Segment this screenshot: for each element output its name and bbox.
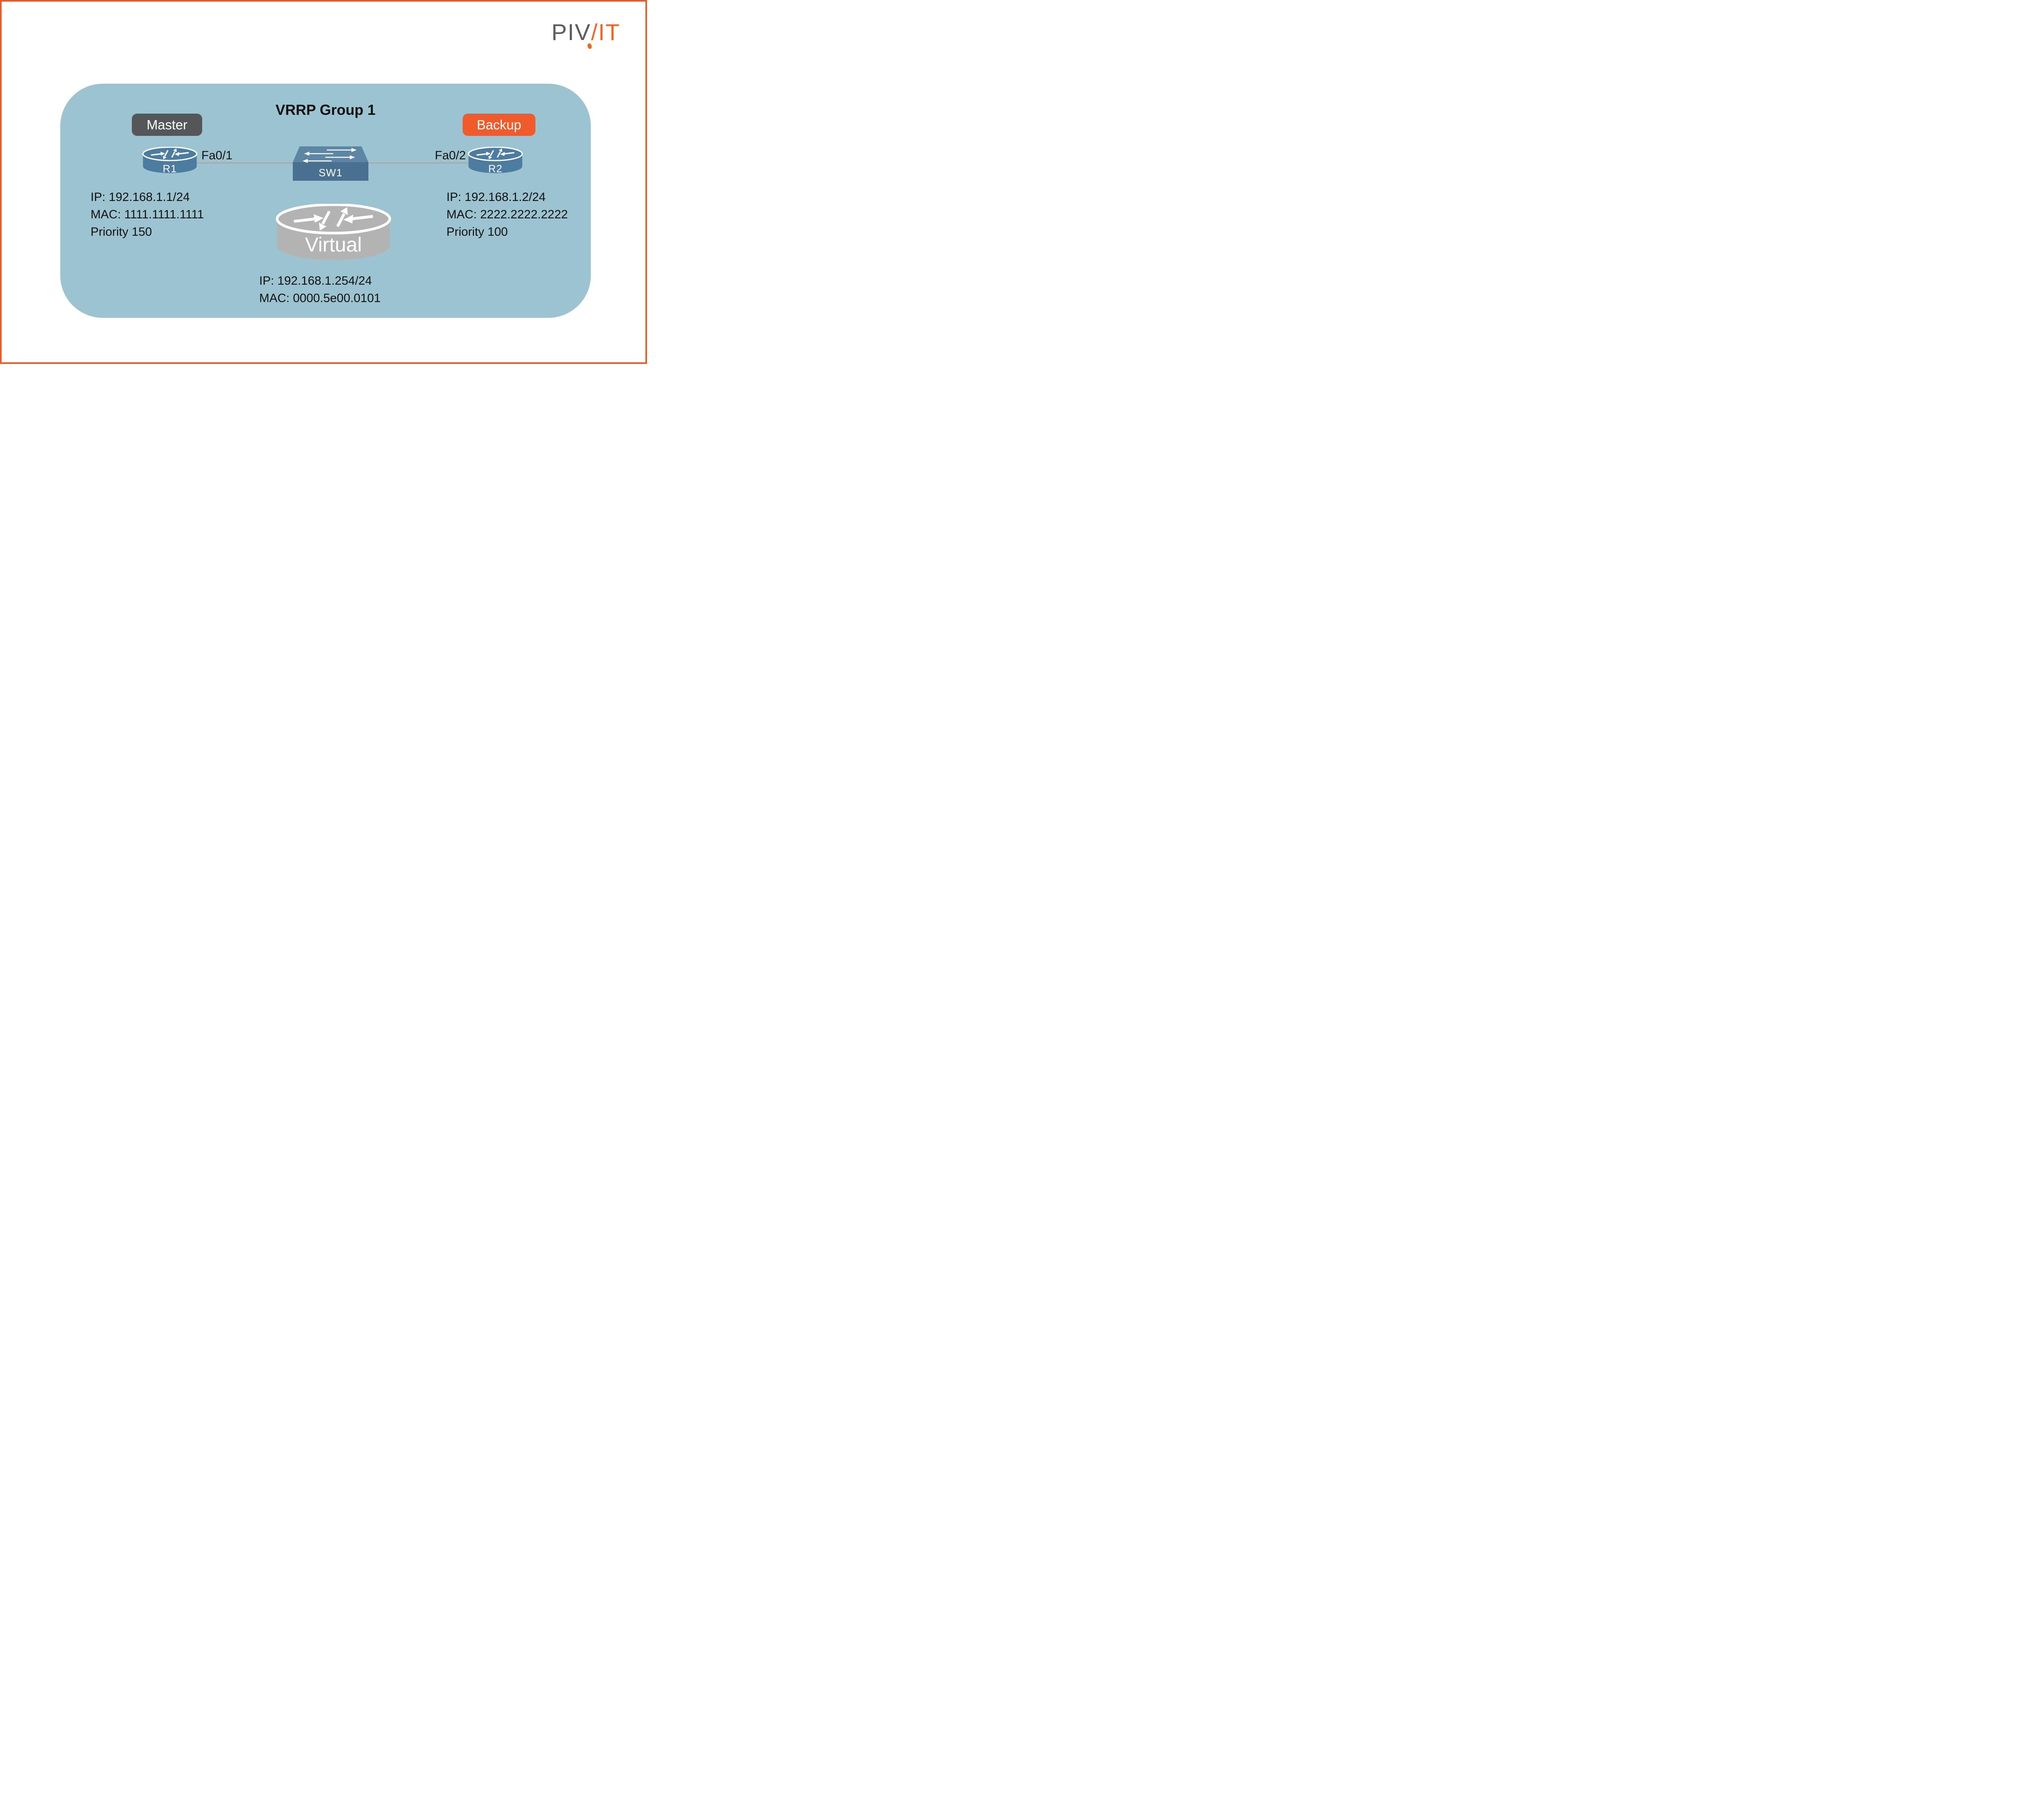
virtual-ip: IP: 192.168.1.254/24 xyxy=(259,274,372,287)
router-arrows-icon xyxy=(151,148,189,160)
switch-arrows-icon xyxy=(302,148,357,163)
switch-sw1-label: SW1 xyxy=(318,167,343,179)
router-icon xyxy=(142,147,197,173)
virtual-router: Virtual xyxy=(276,204,391,262)
logo-slash: / xyxy=(591,19,599,45)
router-r2: R2 xyxy=(467,147,524,175)
switch-sw1: SW1 xyxy=(293,146,368,181)
virtual-mac: MAC: 0000.5e00.0101 xyxy=(259,292,381,305)
r1-mac: MAC: 1111.1111.1111 xyxy=(91,208,204,221)
r2-priority: Priority 100 xyxy=(446,225,508,239)
backup-badge: Backup xyxy=(463,114,535,136)
r1-info-block: IP: 192.168.1.1/24 MAC: 1111.1111.1111 P… xyxy=(91,188,204,241)
router-r1: R1 xyxy=(142,147,198,175)
r2-mac: MAC: 2222.2222.2222 xyxy=(446,208,568,221)
switch-icon xyxy=(293,146,368,181)
virtual-router-label: Virtual xyxy=(305,233,362,256)
r2-info-block: IP: 192.168.1.2/24 MAC: 2222.2222.2222 P… xyxy=(446,188,568,241)
logo-text-orange: IT xyxy=(598,19,620,45)
master-badge: Master xyxy=(132,114,202,136)
interface-label-fa0-1: Fa0/1 xyxy=(201,149,233,162)
panel-title: VRRP Group 1 xyxy=(275,101,376,118)
diagram-canvas: PIV/IT VRRP Group 1 Master Backup R1 Fa0… xyxy=(0,0,647,364)
router-icon xyxy=(276,204,391,260)
virtual-info-block: IP: 192.168.1.254/24 MAC: 0000.5e00.0101 xyxy=(259,272,381,307)
router-arrows-icon xyxy=(294,207,373,231)
logo-text-gray: PIV xyxy=(551,19,591,45)
r1-priority: Priority 150 xyxy=(91,225,152,239)
vrrp-group-panel: VRRP Group 1 Master Backup R1 Fa0/1 xyxy=(60,84,591,318)
pivit-logo: PIV/IT xyxy=(552,20,620,54)
interface-label-fa0-2: Fa0/2 xyxy=(435,149,466,162)
router-r2-label: R2 xyxy=(488,163,503,175)
r2-ip: IP: 192.168.1.2/24 xyxy=(446,190,546,204)
router-arrows-icon xyxy=(476,148,514,160)
router-r1-label: R1 xyxy=(163,163,177,175)
r1-ip: IP: 192.168.1.1/24 xyxy=(91,190,190,204)
router-icon xyxy=(468,147,523,173)
